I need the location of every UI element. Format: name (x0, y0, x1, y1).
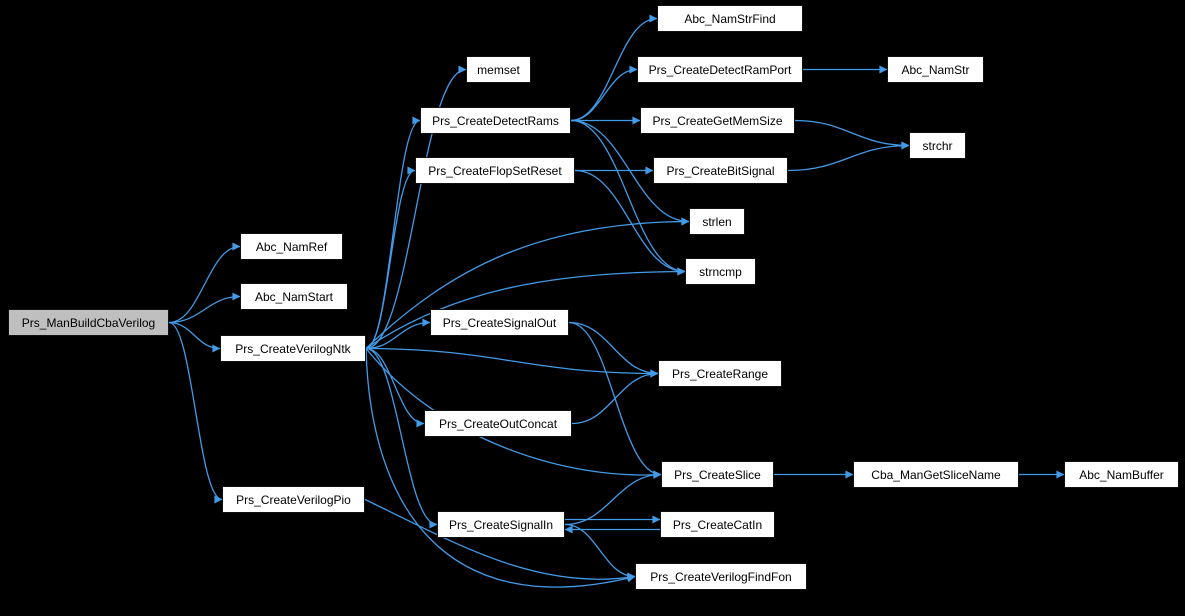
edge-Prs_CreateVerilogNtk-to-Prs_CreateSignalOut (365, 318, 431, 350)
edge-Prs_CreateOutConcat-to-Prs_CreateRange (571, 369, 659, 425)
node-Abc_NamStrFind[interactable]: Abc_NamStrFind (657, 5, 803, 32)
node-Prs_CreateOutConcat[interactable]: Prs_CreateOutConcat (424, 410, 572, 437)
edge-Prs_CreateVerilogNtk-to-strncmp (365, 267, 686, 350)
node-Prs_CreateDetectRamPort[interactable]: Prs_CreateDetectRamPort (637, 56, 803, 83)
node-Prs_CreateBitSignal[interactable]: Prs_CreateBitSignal (653, 157, 788, 184)
edge-Prs_ManBuildCbaVerilog-to-Prs_CreateVerilogNtk (168, 321, 221, 353)
edge-Prs_CreateVerilogNtk-to-Prs_CreateSlice (365, 348, 662, 479)
node-Prs_CreateVerilogFindFon[interactable]: Prs_CreateVerilogFindFon (635, 563, 807, 590)
edge-Prs_CreateDetectRams-to-Abc_NamStrFind (570, 14, 658, 122)
node-strncmp[interactable]: strncmp (685, 258, 756, 285)
edge-Prs_CreateBitSignal-to-strchr (787, 141, 910, 172)
edge-Prs_CreateVerilogNtk-to-Prs_CreateRange (365, 347, 659, 378)
edge-Prs_CreateDetectRams-to-Prs_CreateDetectRamPort (570, 65, 638, 122)
edge-Prs_ManBuildCbaVerilog-to-Abc_NamStart (168, 292, 241, 324)
edge-Prs_CreateVerilogNtk-to-memset (365, 65, 467, 350)
edge-Prs_CreateVerilogNtk-to-Prs_CreateSignalIn (365, 347, 438, 529)
edge-Prs_CreateVerilogNtk-to-Prs_CreateOutConcat (365, 347, 425, 428)
edge-Prs_CreateVerilogPio-to-Prs_CreateVerilogFindFon (364, 498, 636, 582)
edge-Prs_CreateVerilogNtk-to-Prs_CreateVerilogFindFon (365, 348, 636, 588)
node-Prs_CreateCatIn[interactable]: Prs_CreateCatIn (660, 511, 775, 538)
edge-Prs_CreateGetMemSize-to-strchr (794, 119, 910, 150)
node-Prs_CreateRange[interactable]: Prs_CreateRange (658, 360, 782, 387)
node-Cba_ManGetSliceName[interactable]: Cba_ManGetSliceName (853, 461, 1019, 488)
edge-Prs_ManBuildCbaVerilog-to-Abc_NamRef (168, 242, 241, 324)
node-Abc_NamBuffer[interactable]: Abc_NamBuffer (1064, 461, 1179, 488)
node-Prs_CreateSignalIn[interactable]: Prs_CreateSignalIn (437, 511, 565, 538)
node-Abc_NamRef[interactable]: Abc_NamRef (240, 233, 343, 260)
node-Prs_CreateDetectRams[interactable]: Prs_CreateDetectRams (420, 107, 571, 134)
edge-Prs_CreateFlopSetReset-to-strncmp (574, 169, 686, 276)
node-Prs_CreateFlopSetReset[interactable]: Prs_CreateFlopSetReset (415, 157, 575, 184)
edge-Prs_ManBuildCbaVerilog-to-Prs_CreateVerilogPio (168, 321, 223, 504)
node-Abc_NamStart[interactable]: Abc_NamStart (240, 283, 348, 310)
node-Prs_CreateVerilogNtk[interactable]: Prs_CreateVerilogNtk (220, 335, 366, 362)
node-strchr[interactable]: strchr (909, 132, 966, 159)
edge-Prs_CreateVerilogNtk-to-Prs_CreateFlopSetReset (365, 166, 416, 350)
node-Prs_CreateSignalOut[interactable]: Prs_CreateSignalOut (430, 309, 569, 336)
node-memset[interactable]: memset (466, 56, 531, 83)
node-Abc_NamStr[interactable]: Abc_NamStr (887, 56, 984, 83)
node-Prs_CreateGetMemSize[interactable]: Prs_CreateGetMemSize (640, 107, 795, 134)
node-strlen[interactable]: strlen (689, 208, 745, 235)
edge-Prs_CreateSignalIn-to-Prs_CreateSlice (564, 470, 662, 526)
node-Prs_CreateVerilogPio[interactable]: Prs_CreateVerilogPio (222, 486, 365, 513)
edge-Prs_CreateSignalOut-to-Prs_CreateRange (568, 321, 659, 378)
node-Prs_CreateSlice[interactable]: Prs_CreateSlice (661, 461, 774, 488)
edge-Prs_CreateSignalIn-to-Prs_CreateVerilogFindFon (564, 523, 636, 581)
edge-Prs_CreateDetectRams-to-strncmp (570, 119, 686, 276)
node-Prs_ManBuildCbaVerilog[interactable]: Prs_ManBuildCbaVerilog (8, 309, 169, 336)
edge-Prs_CreateVerilogNtk-to-Prs_CreateDetectRams (365, 116, 421, 350)
